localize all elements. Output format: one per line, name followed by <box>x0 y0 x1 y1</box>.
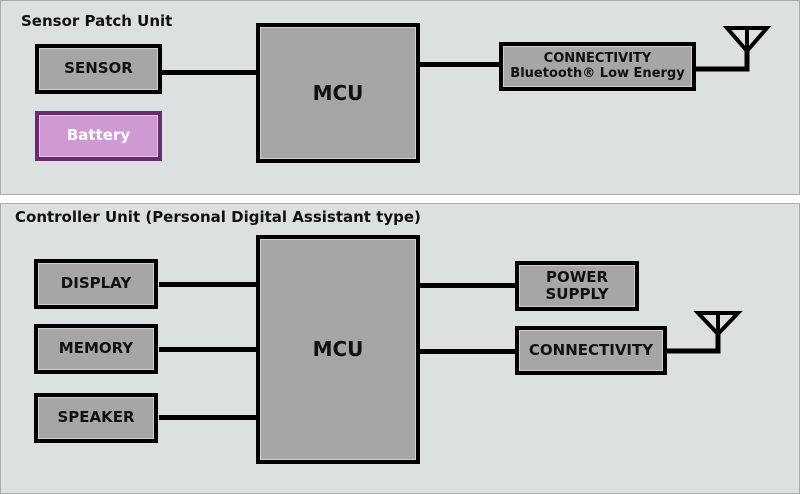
controller-unit-title: Controller Unit (Personal Digital Assist… <box>15 208 421 226</box>
controller-mcu-block: MCU <box>256 235 420 464</box>
display-block: DISPLAY <box>34 259 158 309</box>
controller-connectivity-label: CONNECTIVITY <box>528 340 654 359</box>
battery-block: Battery <box>35 111 162 161</box>
battery-label: Battery <box>66 126 131 145</box>
antenna-icon <box>666 311 743 354</box>
controller-mcu-label: MCU <box>312 337 364 361</box>
power-label-line2: SUPPLY <box>545 285 609 303</box>
sensor-patch-mcu-block: MCU <box>256 23 420 163</box>
sensor-block: SENSOR <box>35 44 162 94</box>
mcu-power-connector <box>420 283 516 288</box>
memory-block: MEMORY <box>34 324 158 374</box>
memory-mcu-connector <box>159 347 256 352</box>
speaker-label: SPEAKER <box>57 408 135 427</box>
ble-connectivity-block: CONNECTIVITY Bluetooth® Low Energy <box>499 42 696 91</box>
memory-label: MEMORY <box>58 339 134 358</box>
ble-protocol-label: Bluetooth® Low Energy <box>510 65 685 81</box>
sensor-mcu-connector <box>162 70 257 75</box>
antenna-icon <box>695 26 772 72</box>
sensor-patch-unit-panel: Sensor Patch Unit SENSOR Battery MCU CON… <box>0 0 800 195</box>
mcu-connectivity-connector <box>420 349 516 354</box>
sensor-patch-mcu-label: MCU <box>312 80 364 105</box>
ble-connectivity-label: CONNECTIVITY <box>543 50 652 66</box>
controller-connectivity-block: CONNECTIVITY <box>515 326 667 375</box>
power-supply-block: POWER SUPPLY <box>515 261 639 311</box>
display-mcu-connector <box>159 282 256 287</box>
mcu-connectivity-connector <box>420 62 500 67</box>
speaker-block: SPEAKER <box>34 393 158 443</box>
sensor-patch-unit-title: Sensor Patch Unit <box>21 12 173 30</box>
sensor-label: SENSOR <box>64 59 133 78</box>
speaker-mcu-connector <box>159 415 256 420</box>
controller-unit-panel: Controller Unit (Personal Digital Assist… <box>0 203 800 494</box>
display-label: DISPLAY <box>60 274 132 293</box>
power-label-line1: POWER <box>545 267 609 286</box>
